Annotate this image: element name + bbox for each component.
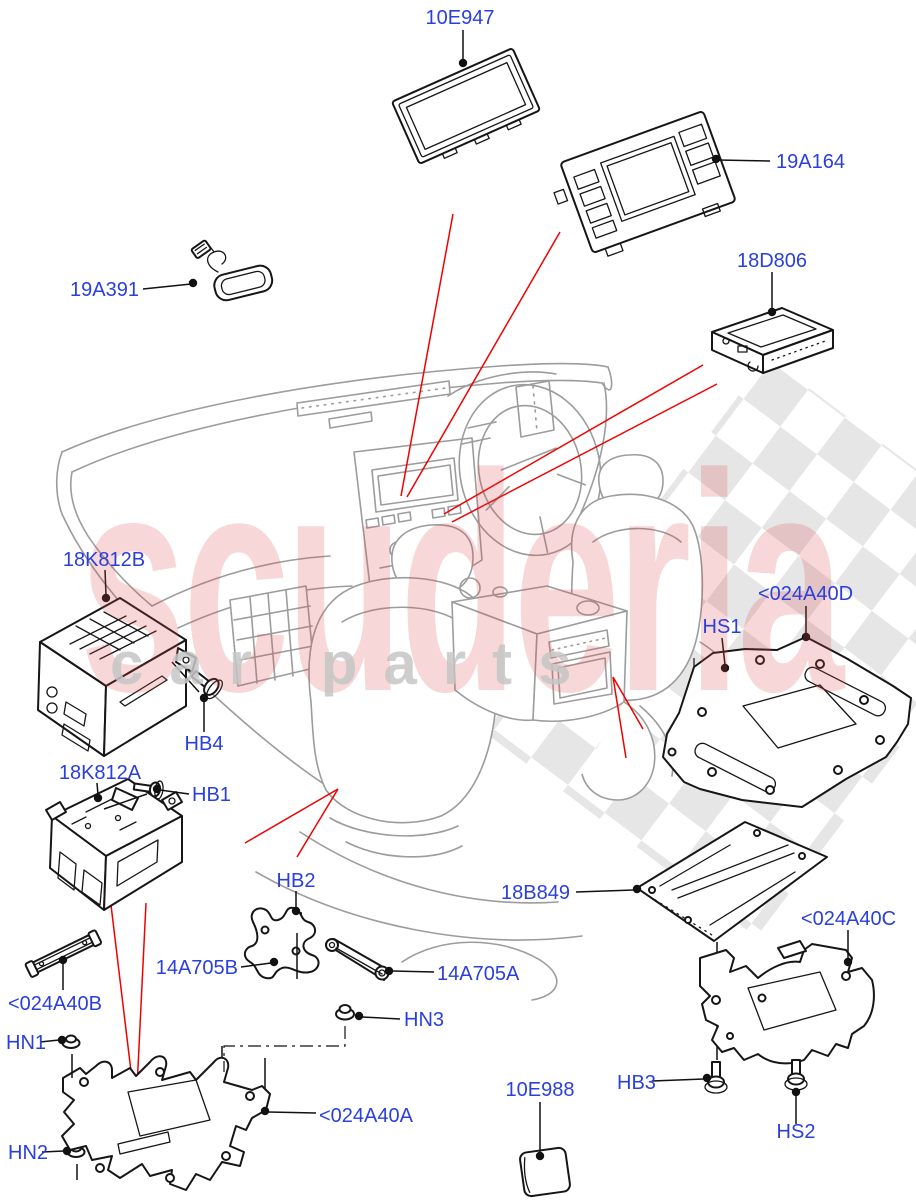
label-024a40a[interactable]: <024A40A [319,1105,414,1127]
watermark-brand-text: scuderia [80,410,846,756]
label-hb4[interactable]: HB4 [185,733,224,755]
label-10e988[interactable]: 10E988 [506,1079,575,1101]
part-head-unit-19a164[interactable] [545,111,738,266]
label-024a40b[interactable]: <024A40B [8,993,102,1015]
label-hn2[interactable]: HN2 [8,1142,48,1164]
part-bracket-14a705a[interactable] [325,938,391,981]
part-screw-hs2[interactable] [784,1059,808,1091]
part-bracket-024a40a[interactable] [61,1046,271,1191]
part-cover-10e988[interactable] [519,1146,571,1198]
part-amp-plate-18b849[interactable] [636,821,828,942]
part-plate-024a40b[interactable] [24,929,103,978]
label-hs1[interactable]: HS1 [703,616,742,638]
part-labels: 10E947 19A164 18D806 19A391 18K812B HB4 … [6,7,896,1164]
label-18d806[interactable]: 18D806 [737,250,807,272]
watermark-sub-text: car parts [110,630,597,697]
label-024a40d[interactable]: <024A40D [758,583,853,605]
part-rear-module-18d806[interactable] [711,307,834,374]
label-hn3[interactable]: HN3 [404,1009,444,1031]
part-front-display-10e947[interactable] [391,48,542,168]
label-18k812b[interactable]: 18K812B [63,549,145,571]
car-interior-illustration [55,362,757,1001]
leader-lines [39,30,853,1180]
label-hn1[interactable]: HN1 [6,1032,46,1054]
part-amplifier-18k812b[interactable] [37,597,197,757]
hn3-centerline [223,1026,346,1072]
part-amplifier-18k812a[interactable] [45,778,183,911]
label-024a40c[interactable]: <024A40C [801,908,896,930]
label-14a705b[interactable]: 14A705B [156,957,238,979]
part-plate-024a40d[interactable] [662,636,912,808]
label-hb3[interactable]: HB3 [617,1072,656,1094]
label-10e947[interactable]: 10E947 [426,7,495,29]
label-14a705a[interactable]: 14A705A [437,963,520,985]
label-18k812a[interactable]: 18K812A [59,762,142,784]
label-hb1[interactable]: HB1 [192,784,231,806]
part-bracket-14a705b[interactable] [244,906,320,980]
label-19a164[interactable]: 19A164 [776,151,845,173]
red-callout-lines [110,213,718,1089]
label-18b849[interactable]: 18B849 [501,882,570,904]
part-nut-hn3[interactable] [335,1004,355,1021]
brand-watermark: scuderia car parts [80,410,849,756]
label-hs2[interactable]: HS2 [777,1121,816,1143]
label-19a391[interactable]: 19A391 [70,279,139,301]
part-antenna-19a391[interactable] [190,239,275,303]
label-hb2[interactable]: HB2 [277,870,316,892]
part-bracket-024a40c[interactable] [699,940,875,1065]
